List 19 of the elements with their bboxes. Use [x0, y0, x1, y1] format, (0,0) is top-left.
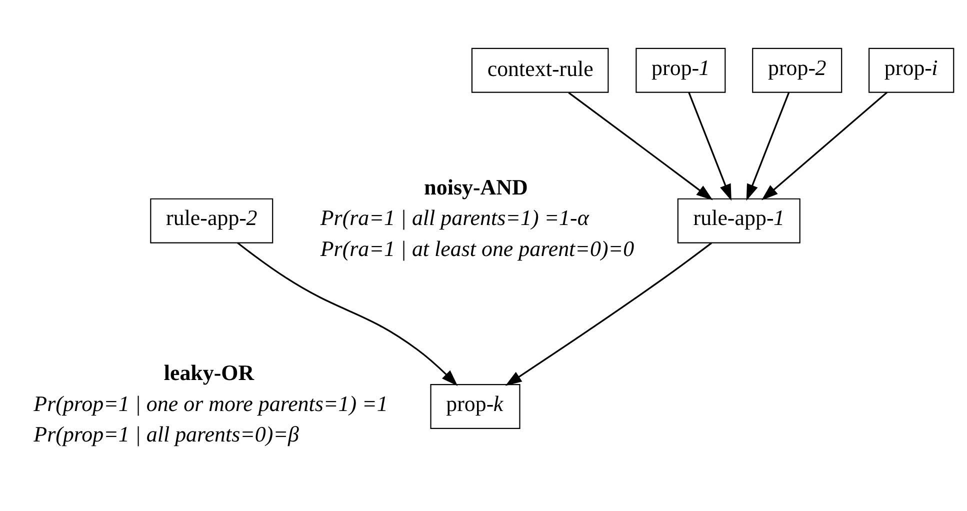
arrow: [505, 242, 712, 386]
label: noisy-AND: [424, 174, 528, 199]
node-box: rule-app-2: [150, 198, 274, 243]
node-box: rule-app-1: [677, 198, 800, 243]
arrow: [762, 91, 888, 200]
node-box: prop-2: [752, 47, 842, 92]
label: Pr(prop=1 | all parents=0)=β: [34, 421, 299, 446]
label: Pr(ra=1 | all parents=1) =1-α: [320, 204, 589, 230]
arrow: [568, 92, 713, 200]
node-box: prop-1: [636, 47, 726, 92]
arrow: [237, 242, 458, 386]
node-box: prop-k: [430, 383, 520, 428]
arrow: [688, 92, 732, 200]
label: Pr(ra=1 | at least one parent=0)=0: [320, 236, 634, 260]
arrow: [746, 92, 790, 200]
label: Pr(prop=1 | one or more parents=1) =1: [34, 390, 388, 416]
node-box: context-rule: [471, 47, 609, 92]
label: leaky-OR: [164, 360, 254, 385]
node-box: prop-i: [868, 47, 954, 92]
